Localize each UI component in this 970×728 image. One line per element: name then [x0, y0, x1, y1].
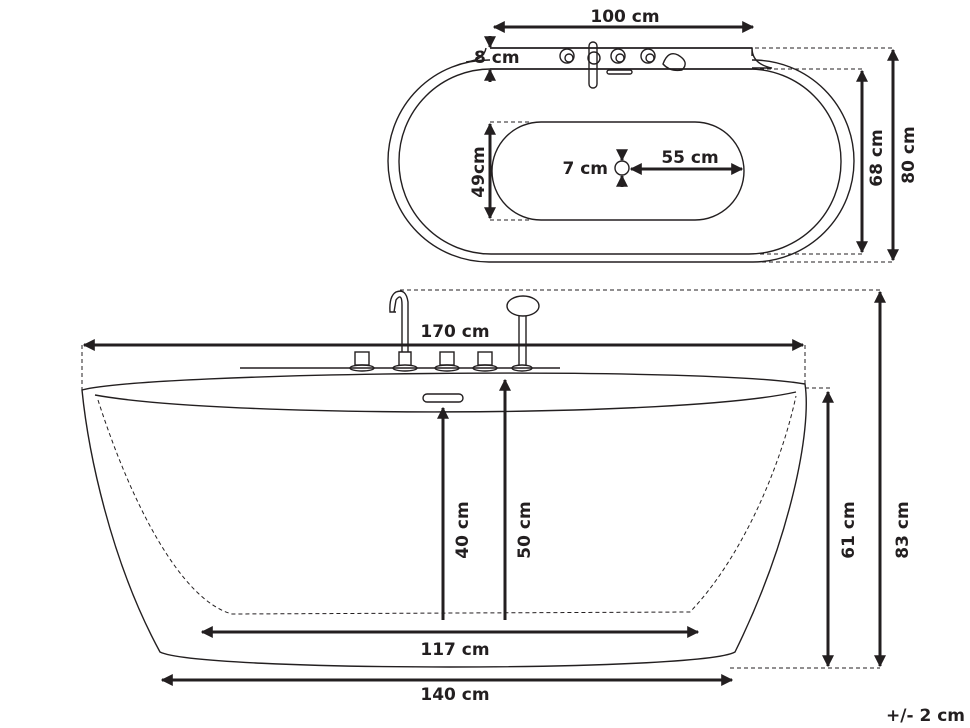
dim-117cm: 117 cm: [420, 640, 489, 660]
dim-170cm: 170 cm: [420, 322, 489, 342]
dim-68cm: 68 cm: [867, 129, 887, 186]
dim-100cm: 100 cm: [590, 7, 659, 27]
dim-8cm: 8 cm: [474, 48, 520, 68]
drain-icon: [614, 160, 630, 176]
top-view: 100 cm 8 cm 49cm 7 cm 55 cm 68 cm 80 cm: [387, 7, 919, 263]
dim-140cm: 140 cm: [420, 685, 489, 705]
dim-50cm: 50 cm: [515, 501, 535, 558]
side-view: 170 cm 40 cm 50 cm 117 cm 140 cm 61 cm 8…: [81, 289, 913, 705]
dim-49cm: 49cm: [469, 146, 489, 197]
dim-80cm: 80 cm: [899, 126, 919, 183]
dim-7cm: 7 cm: [562, 159, 608, 179]
tolerance-note: +/- 2 cm: [886, 706, 965, 726]
faucet-icons-side: [349, 290, 540, 403]
dim-55cm: 55 cm: [661, 148, 718, 168]
tub-body-outline: [81, 372, 807, 668]
basin-outline: [491, 121, 745, 221]
dim-83cm: 83 cm: [893, 501, 913, 558]
dim-40cm: 40 cm: [453, 501, 473, 558]
faucet-icons: [559, 41, 686, 89]
dim-61cm: 61 cm: [839, 501, 859, 558]
tub-inner-dashed: [97, 395, 797, 615]
deck-area: [490, 49, 752, 68]
